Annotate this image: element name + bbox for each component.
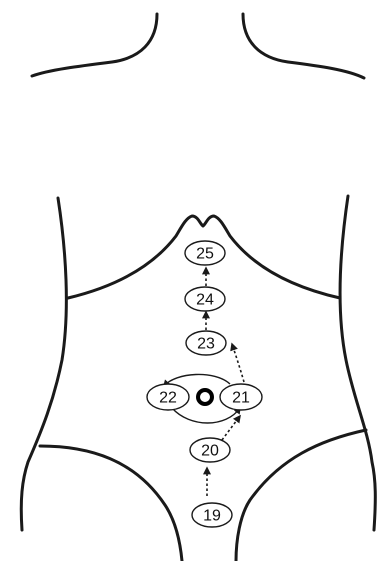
path-21-to-23 xyxy=(232,344,244,382)
point-20[interactable]: 20 xyxy=(190,438,230,462)
right-groin-outline xyxy=(236,430,366,561)
acupoint-markers: 19 20 21 22 23 24 25 xyxy=(147,241,262,527)
left-torso-outline xyxy=(21,198,66,530)
point-22-label: 22 xyxy=(159,390,177,407)
point-20-label: 20 xyxy=(201,443,219,460)
point-21-label: 21 xyxy=(232,390,250,407)
point-24-label: 24 xyxy=(196,292,214,309)
point-22[interactable]: 22 xyxy=(147,384,189,410)
left-groin-outline xyxy=(40,446,182,561)
point-21[interactable]: 21 xyxy=(220,384,262,410)
point-25[interactable]: 25 xyxy=(185,241,225,265)
path-22-to-21-loop xyxy=(172,408,240,423)
right-torso-outline xyxy=(340,196,375,530)
point-23[interactable]: 23 xyxy=(186,331,226,355)
point-24[interactable]: 24 xyxy=(185,287,225,311)
point-19-label: 19 xyxy=(203,508,221,525)
point-19[interactable]: 19 xyxy=(192,503,232,527)
right-shoulder-outline xyxy=(243,14,364,78)
left-shoulder-outline xyxy=(32,14,157,76)
point-25-label: 25 xyxy=(196,246,214,263)
navel-icon xyxy=(198,390,212,404)
point-23-label: 23 xyxy=(197,336,215,353)
